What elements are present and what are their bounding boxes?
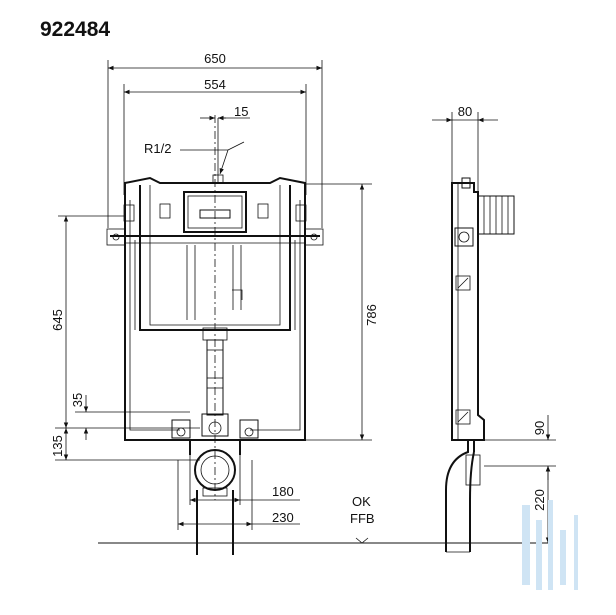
dim-786: 786: [364, 304, 379, 326]
side-frame: [451, 182, 485, 441]
floor-label-ok: OK: [352, 494, 371, 509]
dim-90: 90: [532, 421, 547, 435]
dim-135: 135: [50, 435, 65, 457]
floor-label-ffb: FFB: [350, 511, 375, 526]
side-drain: [445, 440, 475, 552]
dim-230: 230: [272, 510, 294, 525]
dim-554: 554: [204, 77, 226, 92]
dim-645: 645: [50, 309, 65, 331]
dim-35: 35: [70, 393, 85, 407]
front-dimensions: 650 554 15 R1/2 786 645 35 135: [50, 51, 548, 544]
dim-650: 650: [204, 51, 226, 66]
thread-label: R1/2: [144, 141, 171, 156]
front-view: [106, 115, 324, 555]
product-number: 922484: [40, 18, 111, 41]
watermark-logo: [522, 500, 578, 590]
dim-180: 180: [272, 484, 294, 499]
dim-220: 220: [532, 489, 547, 511]
dim-80: 80: [458, 104, 472, 119]
side-view: 80 90 220: [432, 104, 556, 553]
dim-15: 15: [234, 104, 248, 119]
